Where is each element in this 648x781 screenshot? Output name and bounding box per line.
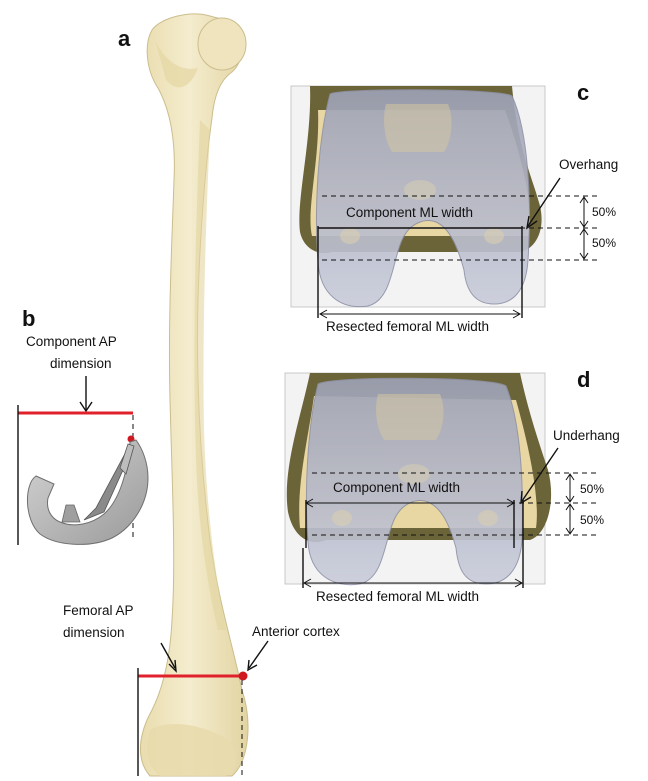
panel-b: b Component AP dimension <box>18 306 148 545</box>
panel-d-lower-percent: 50% <box>580 513 604 527</box>
panel-d-component-ml-label: Component ML width <box>333 480 460 495</box>
panel-c-lower-percent: 50% <box>592 236 616 250</box>
anterior-cortex-arrow <box>249 641 268 668</box>
anterior-cortex-point <box>239 672 248 681</box>
anterior-cortex-label: Anterior cortex <box>252 624 340 639</box>
femoral-ap-label-line2: dimension <box>63 625 125 640</box>
panel-d-upper-percent: 50% <box>580 482 604 496</box>
component-ap-label-line1: Component AP <box>26 334 117 349</box>
anterior-cortex-arrowhead <box>248 660 257 670</box>
femur-bone <box>140 14 248 776</box>
panel-d-resected-label: Resected femoral ML width <box>316 589 479 604</box>
panel-c-overhang-label: Overhang <box>559 157 618 172</box>
panel-c-resected-label: Resected femoral ML width <box>326 319 489 334</box>
panel-b-letter: b <box>22 306 35 331</box>
panel-c-component-ml-label: Component ML width <box>346 205 473 220</box>
femoral-ap-label-line1: Femoral AP <box>63 603 134 618</box>
panel-d: d Component ML width Resected femoral ML… <box>285 367 620 604</box>
panel-c: c Component ML width Resected femoral ML… <box>291 80 618 334</box>
component-ap-label-line2: dimension <box>50 356 112 371</box>
panel-c-upper-percent: 50% <box>592 205 616 219</box>
femoral-component-side-view <box>27 440 148 544</box>
panel-d-letter: d <box>577 367 590 392</box>
panel-d-underhang-label: Underhang <box>553 428 620 443</box>
panel-a-letter: a <box>118 26 131 51</box>
panel-c-letter: c <box>577 80 589 105</box>
